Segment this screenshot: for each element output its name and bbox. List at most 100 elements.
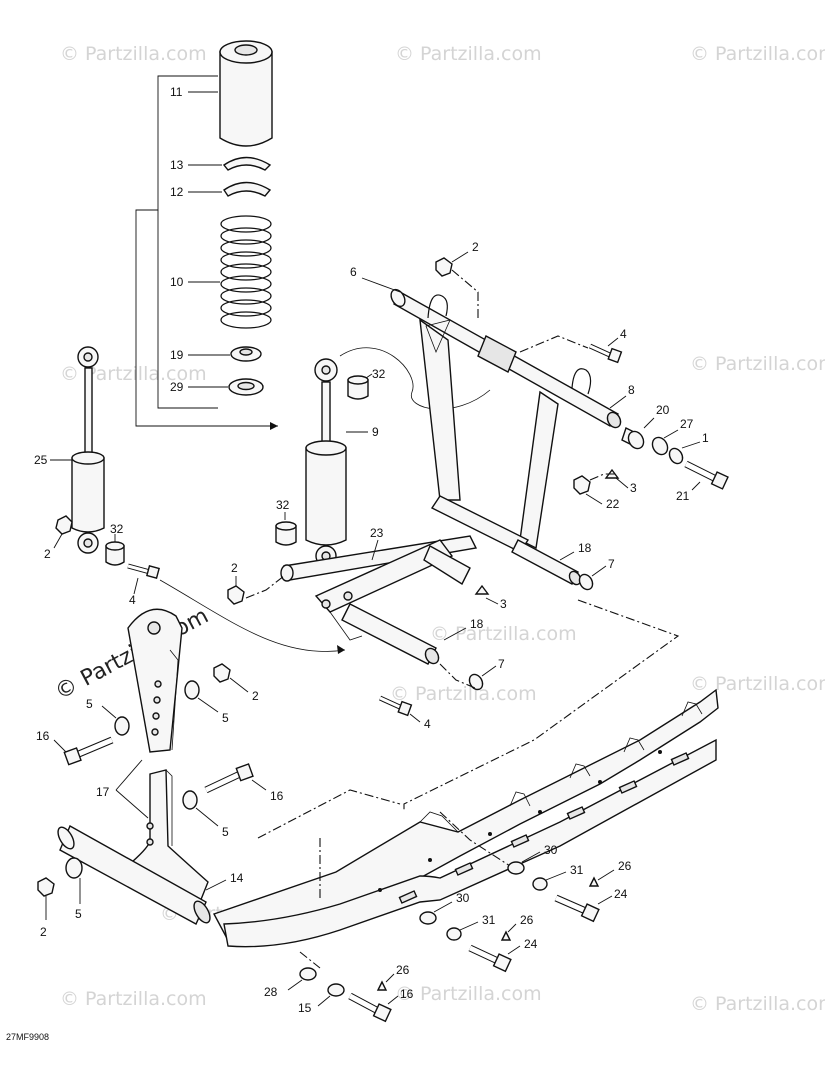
slide-rail: [212, 688, 719, 948]
coil-spring-10: [220, 215, 272, 329]
watermark: © Partzilla.com: [390, 683, 537, 705]
bracket-line: [135, 75, 278, 427]
callout-26: 26: [396, 963, 410, 977]
callout-16: 16: [400, 987, 414, 1001]
washer-27: [651, 436, 669, 456]
callout-15: 15: [298, 1001, 312, 1015]
callout-7: 7: [498, 657, 505, 671]
callout-29: 29: [170, 380, 184, 394]
half-washer-12: [223, 181, 272, 197]
callout-5: 5: [86, 697, 93, 711]
bolt-4-lower: [378, 695, 413, 717]
callout-22: 22: [606, 497, 620, 511]
bolt-21: [684, 460, 729, 490]
callout-26: 26: [618, 859, 632, 873]
nut-26a: [588, 876, 600, 887]
callout-25: 25: [34, 453, 48, 467]
watermark: © Partzilla.com: [395, 983, 542, 1005]
washer-30b: [419, 911, 437, 925]
watermark: © Partzilla.com: [60, 43, 207, 65]
bolt-24b: [468, 944, 512, 973]
arrow-head: [270, 422, 278, 430]
link-plate-upper: [127, 608, 183, 753]
spacer-32-upper: [347, 379, 369, 400]
watermark: © Partzilla.com: [60, 363, 207, 385]
washer-7-lower: [468, 673, 484, 691]
bolt-24a: [554, 894, 600, 923]
callout-4: 4: [129, 593, 136, 607]
washer-15: [327, 983, 345, 997]
callout-19: 19: [170, 348, 184, 362]
shock-absorber-9: [305, 358, 368, 567]
grease-fitting-3b: [474, 584, 490, 595]
watermark: © Partzilla.com: [60, 988, 207, 1010]
callout-28: 28: [264, 985, 278, 999]
callout-27: 27: [680, 417, 694, 431]
callout-8: 8: [628, 383, 635, 397]
callout-24: 24: [524, 937, 538, 951]
nut-26c: [376, 980, 388, 991]
shock-absorber-25: [50, 346, 105, 554]
bolt-16-upper: [63, 736, 114, 766]
front-arm-23: [280, 535, 478, 665]
washer-1: [668, 447, 684, 465]
callout-9: 9: [372, 425, 379, 439]
callout-5: 5: [75, 907, 82, 921]
callout-3: 3: [500, 597, 507, 611]
half-washer-13: [222, 156, 272, 171]
bolt-4-right: [588, 343, 623, 364]
callout-31: 31: [482, 913, 496, 927]
washer-31b: [446, 927, 462, 941]
callout-12: 12: [170, 185, 184, 199]
callout-18: 18: [470, 617, 484, 631]
bolt-4-left: [127, 563, 160, 579]
callout-13: 13: [170, 158, 184, 172]
callout-5: 5: [222, 825, 229, 839]
callout-14: 14: [230, 871, 244, 885]
spring-cover-bore: [234, 44, 258, 56]
watermark: © Partzilla.com: [395, 43, 542, 65]
callout-2: 2: [472, 240, 479, 254]
nut-2-mid: [227, 585, 245, 605]
callout-4: 4: [620, 327, 627, 341]
callout-26: 26: [520, 913, 534, 927]
nut-2-link: [213, 663, 231, 683]
washer-30a: [507, 861, 525, 875]
spring-assembly: [135, 40, 278, 430]
callout-32: 32: [110, 522, 124, 536]
callout-24: 24: [614, 887, 628, 901]
watermark: © Partzilla.com: [430, 623, 577, 645]
washer-5b: [184, 680, 200, 700]
callout-2: 2: [252, 689, 259, 703]
callout-4: 4: [424, 717, 431, 731]
nut-2-top: [435, 257, 453, 277]
routing-curve: [339, 347, 491, 410]
callout-2: 2: [231, 561, 238, 575]
callout-3: 3: [630, 481, 637, 495]
watermark: © Partzilla.com: [690, 43, 825, 65]
washer-7-upper: [578, 573, 594, 591]
spacer-32-lower: [275, 525, 297, 546]
nut-22: [573, 475, 591, 495]
callout-10: 10: [170, 275, 184, 289]
callout-1: 1: [702, 431, 709, 445]
spring-cover-11: [219, 51, 273, 147]
routing-curve: [159, 579, 346, 652]
callout-16: 16: [36, 729, 50, 743]
watermark: © Partzilla.com: [690, 353, 825, 375]
callout-23: 23: [370, 526, 384, 540]
nut-26b: [500, 930, 512, 941]
bracket-line: [157, 210, 218, 409]
tube-14: [57, 825, 211, 925]
bushing-20: [621, 427, 645, 450]
callout-32: 32: [372, 367, 386, 381]
callout-16: 16: [270, 789, 284, 803]
watermark: © Partzilla.com: [690, 673, 825, 695]
callout-30: 30: [456, 891, 470, 905]
watermark: © Partzilla.com: [690, 993, 825, 1015]
callout-18: 18: [578, 541, 592, 555]
callout-21: 21: [676, 489, 690, 503]
washer-31a: [532, 877, 548, 891]
